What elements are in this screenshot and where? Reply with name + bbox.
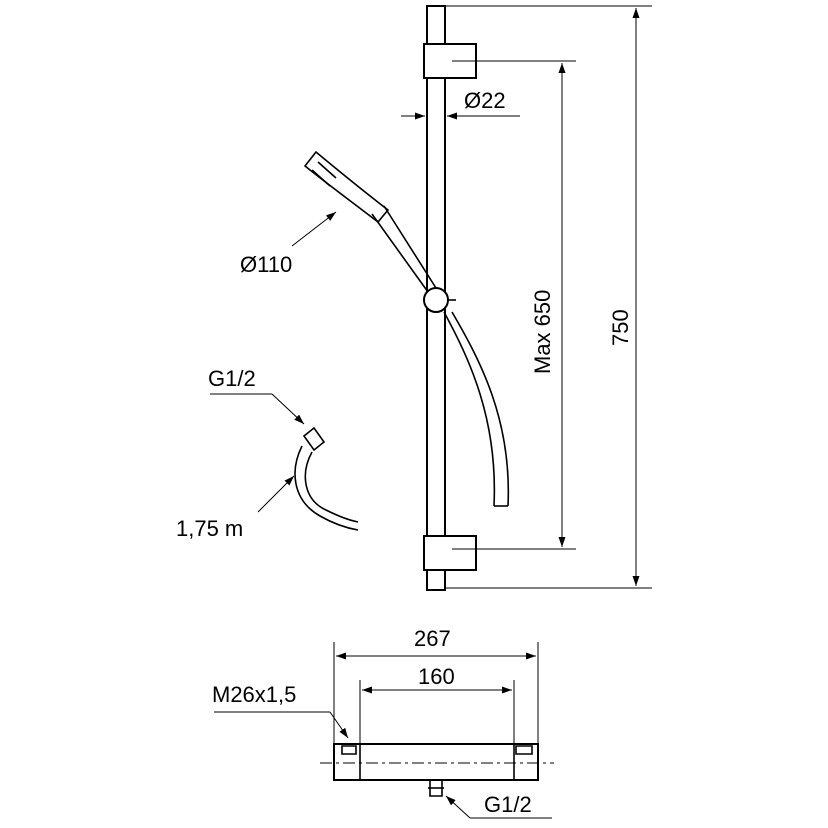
- mixer-width-dimension: 267: [333, 626, 539, 744]
- hose-length-dimension: 1,75 m: [176, 475, 295, 541]
- bar-diameter-dimension: Ø22: [401, 88, 520, 120]
- mixer-thread-dimension: M26x1,5: [212, 682, 349, 739]
- total-height-label: 750: [608, 309, 633, 346]
- mixer-outlet-dimension: G1/2: [445, 792, 552, 819]
- mixer-spacing-label: 160: [418, 664, 455, 689]
- mixer-thread-label: M26x1,5: [212, 682, 296, 707]
- hose-connection: G1/2: [208, 366, 359, 531]
- max-height-label: Max 650: [530, 290, 555, 374]
- mixer-spacing-dimension: 160: [359, 664, 515, 744]
- max-height-dimension: Max 650: [452, 60, 576, 550]
- mixer-width-label: 267: [414, 626, 451, 651]
- hose-connection-label: G1/2: [208, 366, 256, 391]
- hose-length-label: 1,75 m: [176, 516, 243, 541]
- shower-hose: [443, 311, 510, 507]
- head-diameter-dimension: Ø110: [240, 211, 337, 277]
- thermostatic-mixer: [320, 743, 554, 797]
- head-diameter-label: Ø110: [240, 252, 292, 277]
- hand-shower: [303, 150, 437, 293]
- total-height-dimension: 750: [446, 5, 652, 589]
- bar-diameter-label: Ø22: [464, 88, 506, 113]
- mixer-outlet-label: G1/2: [484, 792, 532, 817]
- bottom-wall-bracket: [423, 535, 477, 571]
